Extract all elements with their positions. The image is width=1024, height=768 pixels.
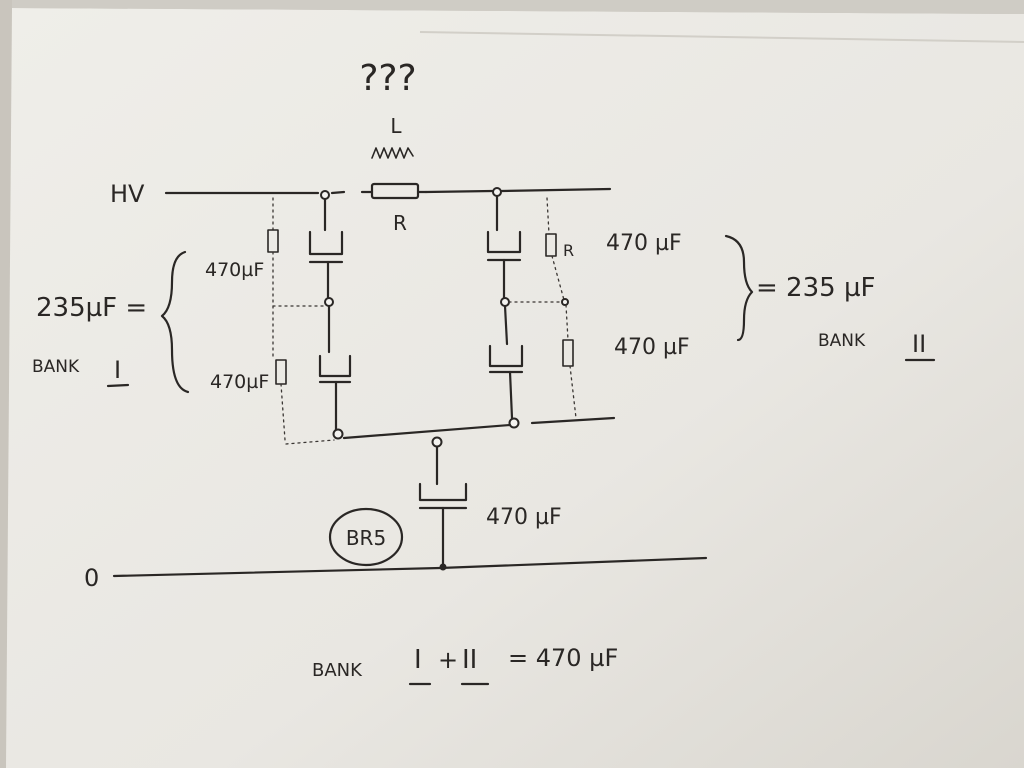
summary-plus: + — [438, 646, 458, 674]
bank2-cap-bottom-label: 470 µF — [614, 335, 690, 360]
bottom-cap-label: 470 µF — [486, 505, 562, 530]
bank2-bleeder-mid-node — [561, 298, 569, 306]
br5-circle — [328, 507, 404, 567]
br5-label: BR5 — [346, 526, 386, 550]
top-paper-edge — [12, 0, 1024, 14]
bank1-cap-top-label: 470µF — [205, 259, 264, 281]
summary-result: = 470 µF — [508, 644, 618, 672]
inductor-symbol — [371, 147, 414, 159]
bank2-bleeder-wire-1 — [546, 197, 550, 235]
bank2-bleeder-resistor-top — [545, 233, 557, 257]
bank2-capacitor-top — [486, 230, 522, 254]
bank1-top-node — [320, 190, 330, 200]
summary-prefix: BANK — [312, 660, 363, 681]
hv-rail-right — [500, 187, 612, 193]
zero-rail-node — [439, 563, 447, 571]
bank2-wire-3 — [503, 304, 509, 346]
summary-numeral-ii: II — [462, 645, 477, 675]
common-bus — [342, 423, 512, 440]
hv-label: HV — [110, 180, 145, 208]
bank2-top-node — [492, 187, 502, 197]
bank2-name-label: BANK — [818, 331, 866, 351]
bank2-numeral: II — [912, 330, 926, 358]
bank2-mid-node — [500, 297, 510, 307]
bank2-brace — [724, 234, 754, 342]
bank1-brace — [160, 250, 190, 394]
bank2-bleeder-label: R — [563, 241, 574, 260]
bank1-name-label: BANK — [32, 357, 80, 377]
bus-dotted-left — [285, 439, 335, 445]
inductor-label: L — [390, 114, 402, 138]
paper-sheet — [6, 8, 1024, 768]
bank2-bleeder-resistor-bottom — [562, 339, 574, 367]
back-page-edge — [419, 31, 1024, 43]
bank1-cap-bottom-label: 470µF — [210, 371, 269, 393]
bank2-capacitor-bottom — [488, 344, 524, 368]
bank2-bleeder-wire-2 — [551, 255, 565, 301]
bank2-wire-4 — [508, 370, 514, 420]
bank1-capacitor-bottom — [318, 354, 352, 378]
bank2-bleeder-wire-3 — [565, 304, 569, 341]
bank1-total-label: 235µF = — [36, 293, 147, 323]
common-node — [431, 436, 443, 448]
bank2-total-label: = 235 µF — [756, 273, 875, 303]
question-marks: ??? — [359, 58, 416, 99]
bank1-bottom-node — [332, 428, 344, 440]
bank2-bleeder-wire-4 — [569, 365, 577, 419]
hv-rail-mid-right — [424, 189, 494, 194]
bank1-capacitor-top — [308, 230, 344, 256]
bank2-bottom-wire-right — [530, 416, 616, 425]
bank1-numeral-underline — [106, 383, 130, 388]
bottom-capacitor — [418, 482, 468, 502]
bank1-mid-node — [324, 297, 334, 307]
bank2-bottom-node — [508, 417, 520, 429]
hv-rail-mid-left — [330, 190, 346, 195]
bank2-cap-top-label: 470 µF — [606, 231, 682, 256]
series-resistor-label: R — [393, 211, 407, 235]
summary-numeral-i: I — [414, 645, 422, 675]
zero-label: 0 — [84, 564, 99, 592]
bank1-numeral: I — [114, 356, 121, 384]
